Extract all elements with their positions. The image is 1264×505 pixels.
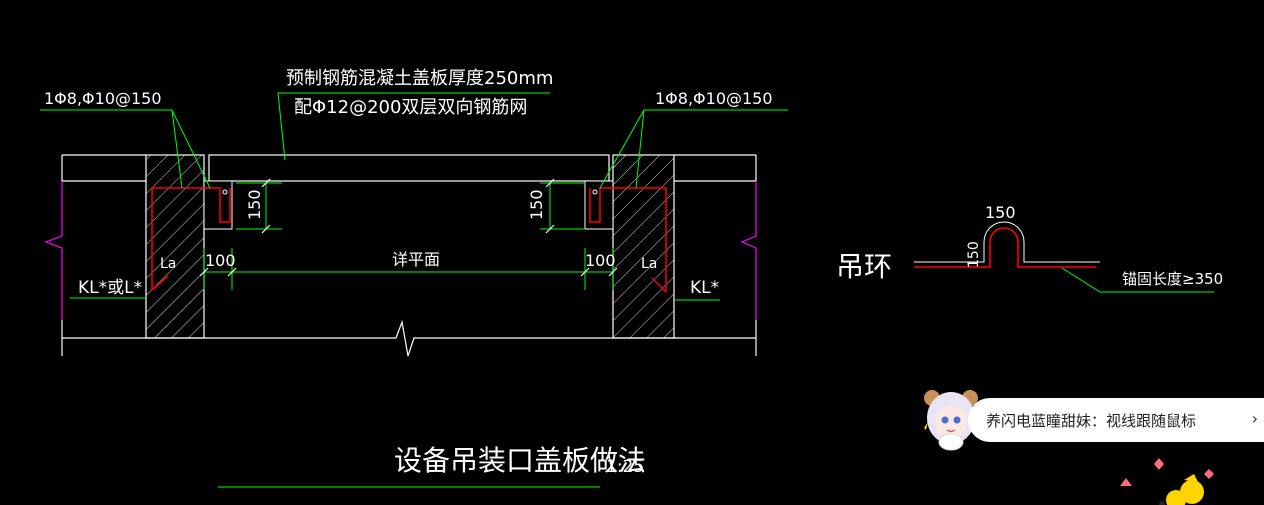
note-top-line2: 配Φ12@200双层双向钢筋网: [294, 97, 527, 118]
la-left: La: [160, 256, 176, 272]
dim-150-right: 150: [527, 189, 546, 220]
wall-lines: [44, 181, 757, 320]
leader-lines: [40, 92, 1214, 488]
beam-left: [145, 154, 233, 339]
decorative-stickers: [1120, 458, 1214, 505]
la-right: La: [641, 256, 657, 272]
mascot-tip-bubble[interactable]: 养闪电蓝瞳甜妹：视线跟随鼠标 ›: [968, 398, 1264, 442]
drawing-scale: 1:25: [606, 457, 644, 477]
mascot-avatar[interactable]: [918, 382, 984, 452]
hook-dim-side: 150: [966, 241, 982, 268]
drawing-title: 设备吊装口盖板做法: [394, 444, 646, 477]
rebar-label-left: 1Φ8,Φ10@150: [44, 89, 162, 108]
chevron-right-icon[interactable]: ›: [1251, 409, 1258, 428]
hook-anchor: 锚固长度≥350: [1122, 270, 1223, 288]
lifting-hook: [914, 221, 1100, 268]
rebar-dot-left: [222, 189, 228, 195]
hook-title: 吊环: [836, 250, 892, 283]
dim-100-left: 100: [205, 251, 236, 270]
rebar-dot-right: [592, 189, 598, 195]
beam-label-left: KL*或L*: [78, 278, 142, 298]
note-top-line1: 预制钢筋混凝土盖板厚度250mm: [286, 68, 553, 89]
hook-dim-top: 150: [985, 203, 1016, 222]
beam-right: [584, 154, 675, 339]
dim-100-right: 100: [585, 251, 616, 270]
dim-center: 详平面: [392, 250, 440, 269]
dimension-ticks: [199, 178, 618, 277]
rebar-label-right: 1Φ8,Φ10@150: [655, 89, 773, 108]
dim-150-left: 150: [245, 189, 264, 220]
rebar-lines: [151, 187, 667, 293]
tip-text: 养闪电蓝瞳甜妹：视线跟随鼠标: [986, 411, 1197, 430]
beam-label-right: KL*: [690, 278, 719, 298]
floor-slab: [61, 154, 757, 357]
